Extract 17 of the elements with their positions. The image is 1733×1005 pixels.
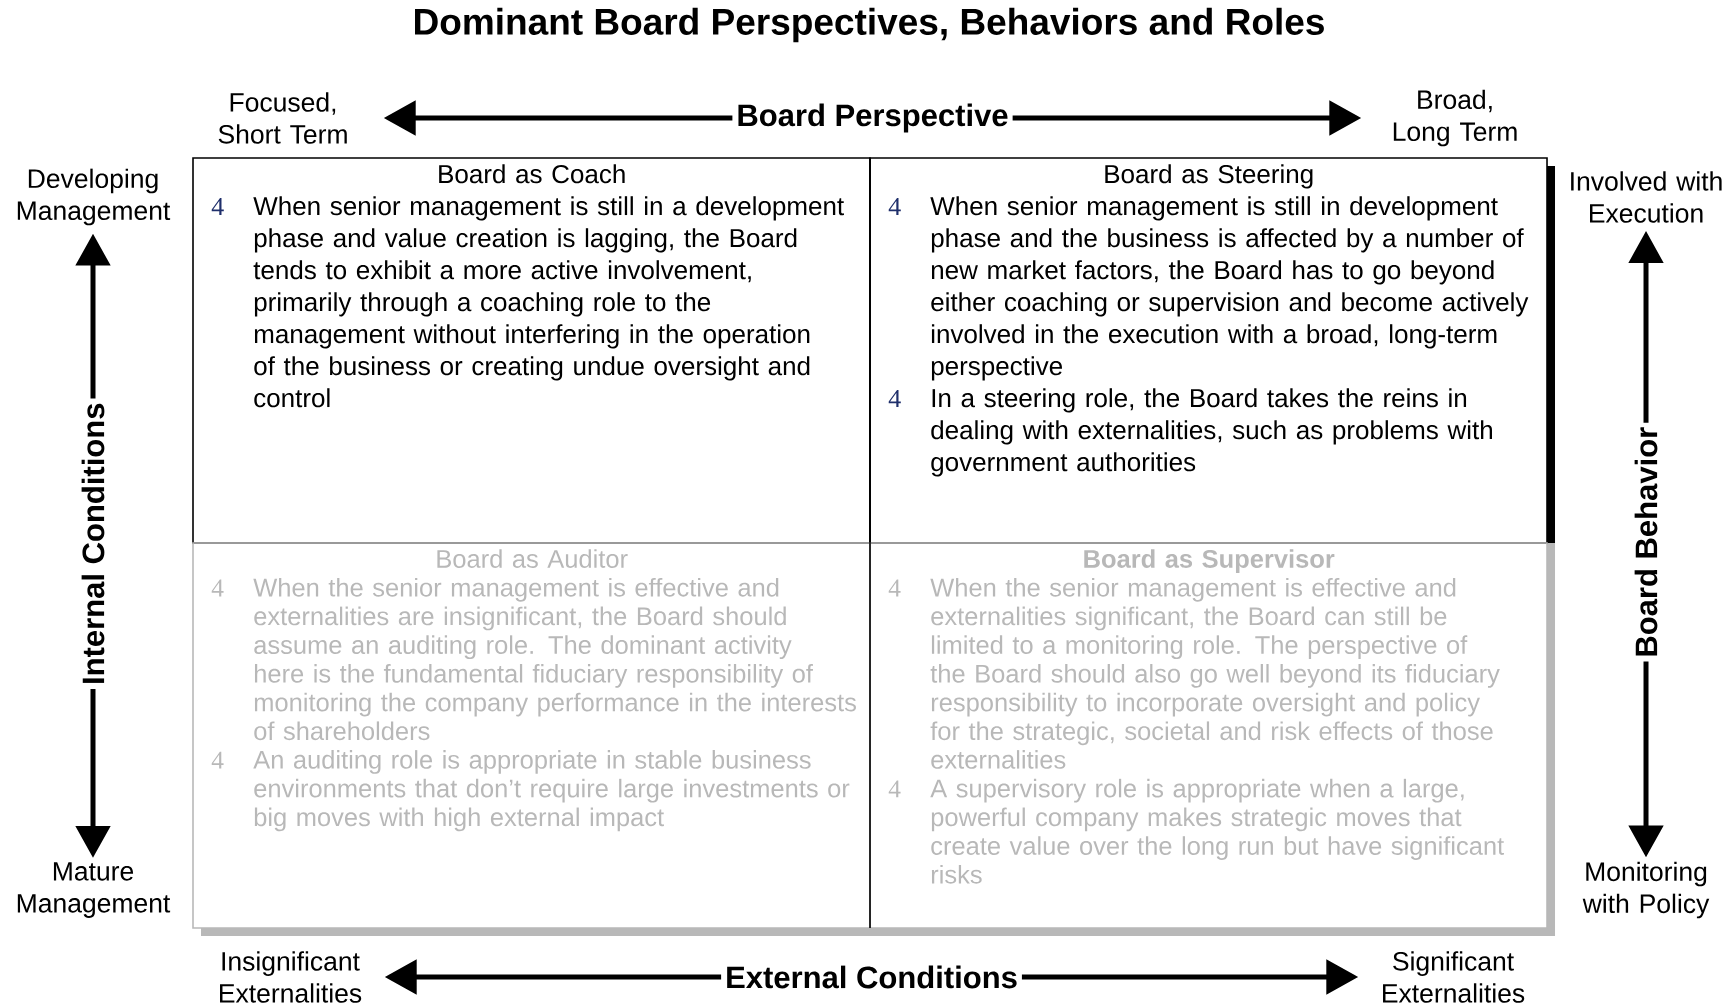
axis-end-label: Developing Management [17,168,171,226]
axis-end-label: Monitoring with Policy [1582,861,1710,919]
axis-label: Board Behavior [1634,427,1658,656]
quadrant-box: Board as Supervisor 4 When the senior management is effective and externalities significant, the Board can still be limited to a monitoring role. The perspective of the Board should also go well beyond its fiduciary responsibility to incorporate oversight and policy for the strategic, societal and risk effects of those externalities 4 A supervisory role is appropriate when a large, powerful company makes strategic moves that create value over the long run but have significant risks [869,542,1548,929]
axis-label: Board Perspective [738,103,1008,133]
axis-end-label: Broad, Long Term [1393,89,1517,147]
axis-end-label: Involved with Execution [1571,171,1722,223]
quadrant-box: Board as Coach 4 When senior management is still in a development phase and value creation is lagging, the Board tends to exhibit a more active involvement, primarily through a coaching role to the management without interfering in the operation of the business or creating undue oversight and control [192,157,871,544]
title: Dominant Board Perspectives, Behaviors and Roles [415,7,1324,43]
axis-end-label: Insignificant Externalities [220,951,362,1003]
axis-end-label: Mature Management [17,862,171,918]
axis-label: Internal Conditions [81,403,105,683]
axis-end-label: Focused, Short Term [218,92,347,144]
quadrant-box: Board as Steering 4 When senior management is still in development phase and the business is affected by a number of new market factors, the Board has to go beyond either coaching or supervision and become actively involved in the execution with a broad, long-term perspective 4 In a steering role, the Board takes the reins in dealing with externalities, such as problems with government authorities [869,157,1548,544]
axis-label: External Conditions [727,965,1017,989]
axis-end-label: Significant Externalities [1383,951,1525,1003]
quadrant-box: Board as Auditor 4 When the senior management is effective and externalities are insignificant, the Board should assume an auditing role. The dominant activity here is the fundamental fiduciary responsibility of monitoring the company performance in the interests of shareholders 4 An auditing role is appropriate in stable business environments that don’t require large investments or big moves with high external impact [192,542,871,929]
